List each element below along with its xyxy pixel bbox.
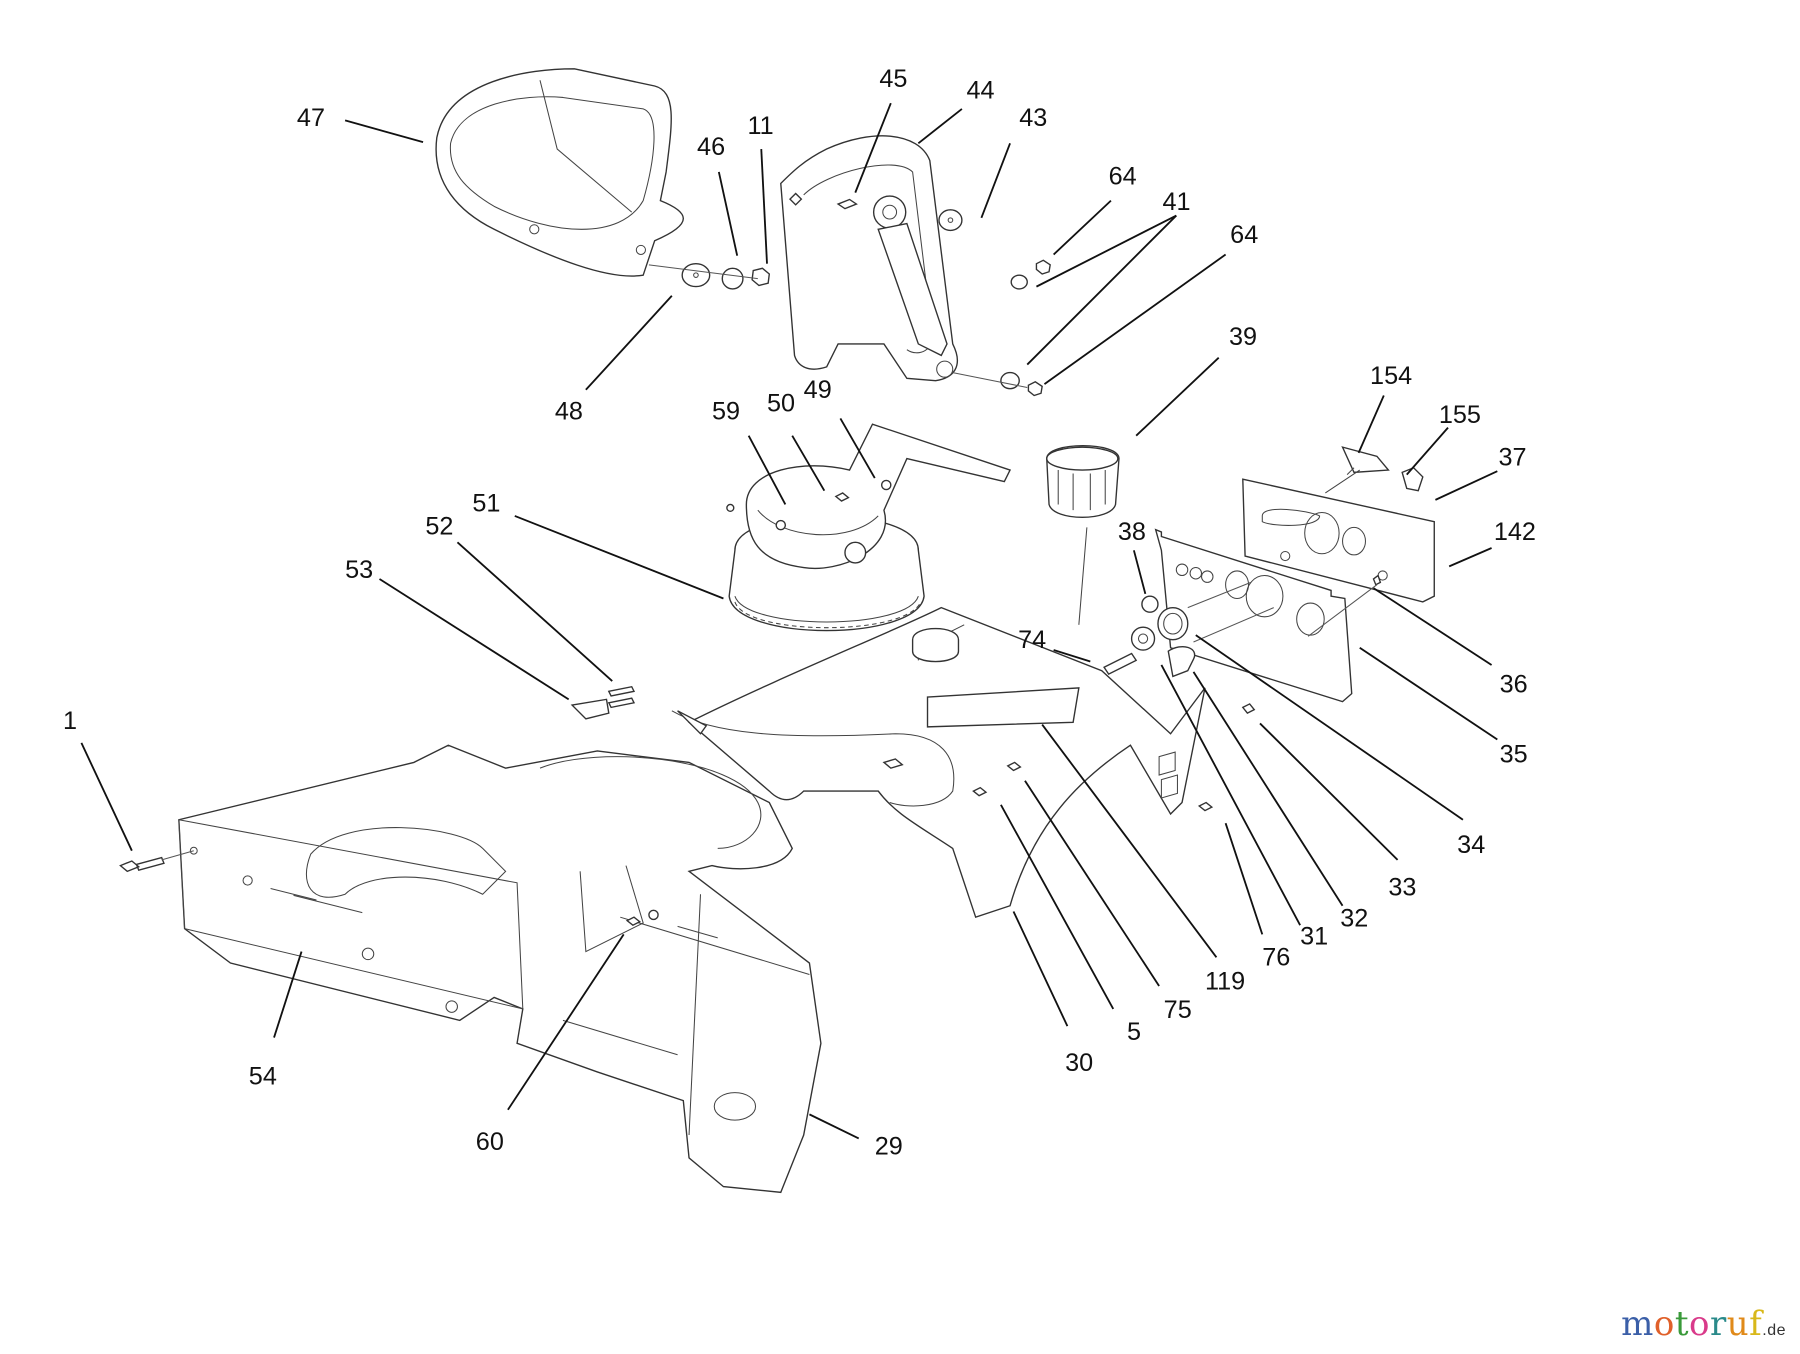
callout-142: 142: [1494, 518, 1536, 546]
watermark-letter: u: [1726, 1304, 1750, 1344]
callout-53: 53: [345, 556, 373, 584]
housing-top: [671, 606, 1206, 919]
callout-44: 44: [966, 77, 994, 105]
dash-components: [1103, 581, 1378, 714]
callout-155: 155: [1439, 401, 1481, 429]
callout-5: 5: [1127, 1018, 1141, 1046]
callout-43: 43: [1019, 104, 1047, 132]
callout-38: 38: [1118, 518, 1146, 546]
callout-51: 51: [472, 489, 500, 517]
callout-49: 49: [804, 376, 832, 404]
callout-34: 34: [1457, 831, 1485, 859]
leader-lines: [80, 102, 1498, 1140]
fasteners-left: [119, 685, 1214, 927]
chute-bracket: [780, 135, 958, 382]
watermark-letter: o: [1653, 1304, 1675, 1344]
auger-housing: [178, 744, 822, 1194]
callout-30: 30: [1065, 1049, 1093, 1077]
callout-29: 29: [875, 1133, 903, 1161]
dash-panel: [1154, 446, 1435, 703]
callout-11: 11: [748, 112, 774, 140]
small-hardware: [938, 209, 1051, 397]
callout-39: 39: [1229, 323, 1257, 351]
callout-31: 31: [1300, 923, 1328, 951]
callout-1: 1: [63, 707, 77, 735]
callout-119: 119: [1205, 967, 1245, 995]
callout-47: 47: [297, 104, 325, 132]
gas-cap: [1046, 445, 1120, 625]
callout-59: 59: [712, 398, 740, 426]
watermark-letters: motoruf: [1621, 1304, 1762, 1344]
watermark-logo: motoruf.de: [1621, 1304, 1786, 1344]
washers-48-46-11: [648, 263, 771, 290]
watermark-letter: o: [1689, 1304, 1710, 1344]
callout-64-lower: 64: [1230, 221, 1258, 249]
chute-base-ring: [726, 423, 1012, 632]
callout-46: 46: [697, 133, 725, 161]
callout-50: 50: [767, 390, 795, 418]
callout-60: 60: [476, 1128, 504, 1156]
callout-36: 36: [1500, 670, 1528, 698]
callout-45: 45: [879, 65, 907, 93]
callout-37: 37: [1498, 443, 1526, 471]
callout-75: 75: [1164, 996, 1192, 1024]
watermark-letter: m: [1621, 1304, 1654, 1344]
callout-labels: 47 46 11 45 44 43 64 41 64 39 48 59 50 4…: [63, 65, 1536, 1160]
callout-35: 35: [1500, 740, 1528, 768]
callout-52: 52: [425, 512, 453, 540]
watermark-suffix: .de: [1762, 1322, 1786, 1339]
callout-76: 76: [1262, 943, 1290, 971]
callout-64-upper: 64: [1109, 163, 1137, 191]
watermark-letter: t: [1674, 1304, 1689, 1344]
watermark-letter: r: [1709, 1304, 1727, 1344]
callout-54: 54: [249, 1063, 277, 1091]
callout-41: 41: [1163, 188, 1191, 216]
callout-74: 74: [1018, 626, 1046, 654]
chute-deflector: [435, 68, 684, 277]
callout-33: 33: [1388, 873, 1416, 901]
watermark-letter: f: [1749, 1304, 1763, 1344]
callout-154: 154: [1370, 362, 1412, 390]
callout-48: 48: [555, 398, 583, 426]
callout-32: 32: [1340, 904, 1368, 932]
